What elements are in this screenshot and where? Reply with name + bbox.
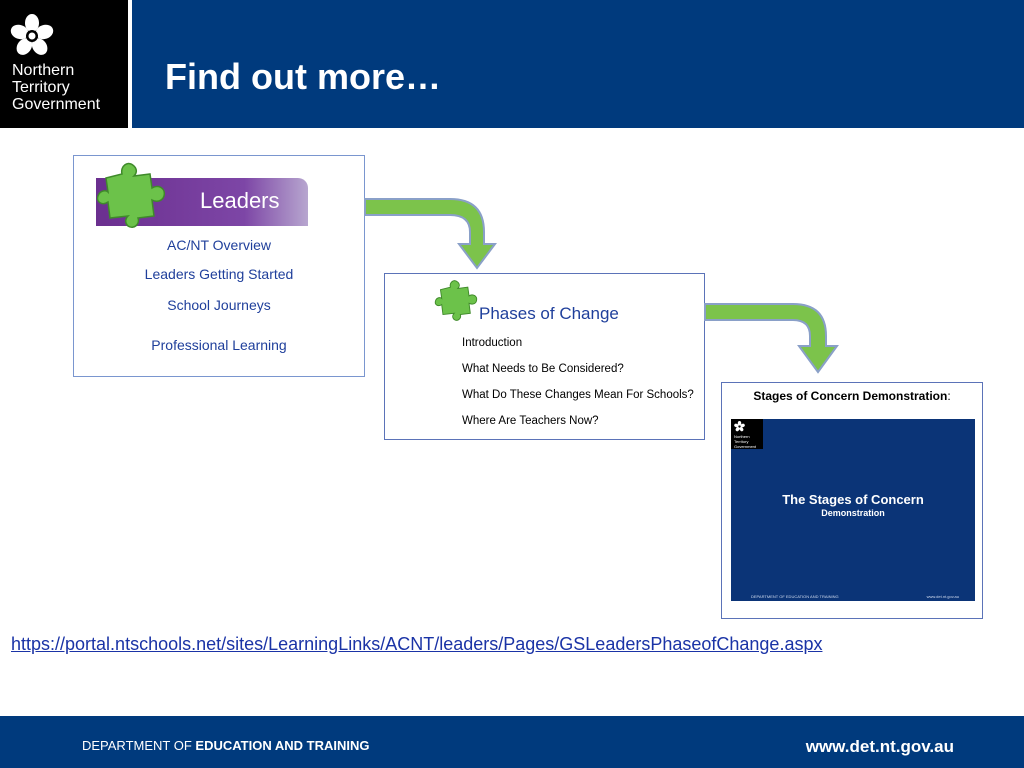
leaders-panel: Leaders AC/NT Overview Leaders Getting S…	[73, 155, 365, 377]
phases-panel: Phases of Change Introduction What Needs…	[384, 273, 705, 440]
curved-arrow-icon	[704, 303, 839, 374]
thumb-logo-line: Territory	[734, 439, 749, 444]
link-professional-learning[interactable]: Professional Learning	[151, 337, 287, 353]
portal-link[interactable]: https://portal.ntschools.net/sites/Learn…	[11, 634, 823, 654]
thumb-title: The Stages of Concern	[782, 492, 924, 507]
phase-item[interactable]: What Do These Changes Mean For Schools?	[462, 389, 694, 401]
link-leaders-getting-started[interactable]: Leaders Getting Started	[144, 266, 294, 282]
stages-title: Stages of Concern Demonstration:	[722, 389, 982, 403]
footer-dept-name: EDUCATION AND TRAINING	[195, 738, 370, 753]
presentation-thumbnail[interactable]: Northern Territory Government The Stages…	[731, 419, 975, 601]
header: Northern Territory Government Find out m…	[0, 0, 1024, 128]
puzzle-piece-icon	[96, 162, 166, 229]
nt-government-logo: Northern Territory Government	[0, 0, 128, 128]
link-school-journeys[interactable]: School Journeys	[167, 297, 271, 313]
stages-title-suffix: :	[947, 389, 951, 403]
stages-title-text: Stages of Concern Demonstration	[753, 389, 948, 403]
leaders-heading: Leaders	[200, 188, 280, 213]
thumb-logo: Northern Territory Government	[731, 419, 763, 449]
footer: DEPARTMENT OF EDUCATION AND TRAINING www…	[0, 716, 1024, 768]
footer-dept-prefix: DEPARTMENT OF	[82, 738, 196, 753]
logo-line: Territory	[12, 79, 70, 96]
curved-arrow-icon	[364, 198, 497, 270]
page-title: Find out more…	[165, 56, 441, 97]
logo-wordmark: Northern Territory Government	[12, 62, 100, 113]
thumb-footer-url: www.det.nt.gov.au	[926, 594, 959, 599]
phase-item[interactable]: Introduction	[462, 337, 523, 349]
thumb-logo-line: Northern	[734, 434, 750, 439]
link-acnt-overview[interactable]: AC/NT Overview	[167, 237, 271, 253]
thumb-footer-dept: DEPARTMENT OF EDUCATION AND TRAINING	[751, 594, 839, 599]
flower-logo-icon	[10, 14, 54, 55]
phase-item[interactable]: Where Are Teachers Now?	[462, 415, 599, 427]
phases-heading: Phases of Change	[479, 304, 619, 323]
logo-line: Northern	[12, 62, 75, 79]
flower-logo-icon	[734, 421, 745, 432]
thumb-logo-line: Government	[734, 444, 757, 449]
phase-item[interactable]: What Needs to Be Considered?	[462, 363, 624, 375]
title-bar: Find out more…	[132, 0, 1024, 128]
puzzle-piece-icon	[434, 280, 478, 321]
stages-panel: Stages of Concern Demonstration: Norther…	[721, 382, 983, 619]
logo-line: Government	[12, 96, 101, 113]
footer-website[interactable]: www.det.nt.gov.au	[805, 737, 954, 756]
footer-department: DEPARTMENT OF EDUCATION AND TRAINING	[82, 738, 369, 753]
thumb-logo-wordmark: Northern Territory Government	[734, 434, 756, 449]
thumb-subtitle: Demonstration	[821, 508, 885, 518]
